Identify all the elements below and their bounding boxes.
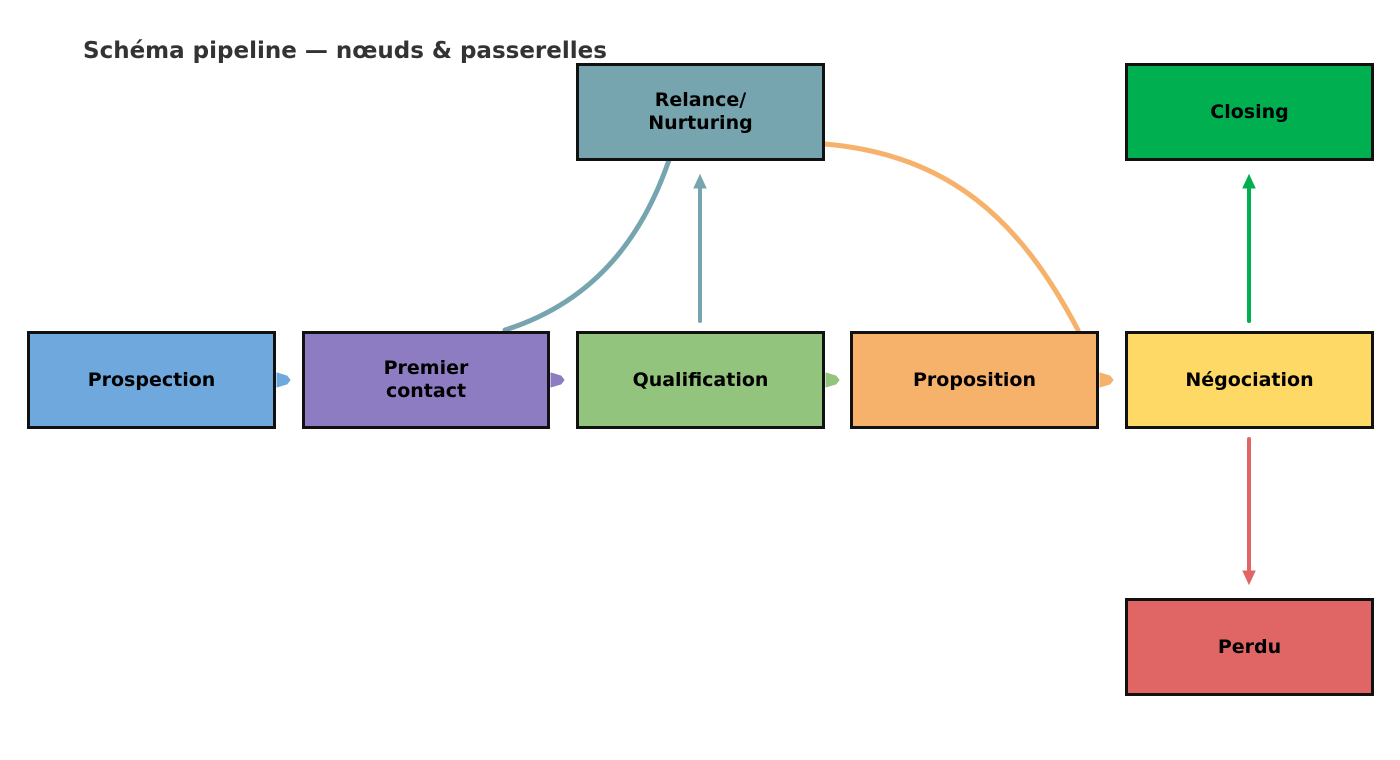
node-premier-contact[interactable]: Premier contact: [302, 331, 550, 429]
node-prospection[interactable]: Prospection: [27, 331, 276, 429]
edge-relance-to-proposition: [822, 141, 1081, 333]
node-label: Prospection: [87, 368, 216, 391]
node-negociation[interactable]: Négociation: [1125, 331, 1374, 429]
node-label: Négociation: [1185, 368, 1314, 391]
node-relance-nurturing[interactable]: Relance/ Nurturing: [576, 63, 825, 161]
node-label: Qualification: [632, 368, 769, 391]
node-qualification[interactable]: Qualification: [576, 331, 825, 429]
node-label: Closing: [1210, 100, 1289, 123]
node-label: Perdu: [1217, 635, 1282, 658]
node-proposition[interactable]: Proposition: [850, 331, 1099, 429]
edge-negociation-to-closing: [1242, 173, 1256, 323]
edge-qualification-to-relance: [693, 173, 707, 323]
node-label: Premier contact: [383, 357, 469, 402]
node-label: Proposition: [913, 368, 1036, 391]
edge-premier-contact-to-relance: [502, 157, 672, 333]
diagram-title: Schéma pipeline — nœuds & passerelles: [83, 38, 607, 64]
node-label: Relance/ Nurturing: [648, 89, 753, 134]
node-closing[interactable]: Closing: [1125, 63, 1374, 161]
edge-qualification-to-proposition: [825, 372, 840, 388]
node-perdu[interactable]: Perdu: [1125, 598, 1374, 696]
edge-prospection-to-premier-contact: [276, 372, 291, 388]
edge-premier-contact-to-qualification: [550, 372, 565, 388]
edge-proposition-to-negociation: [1099, 372, 1114, 388]
edge-negociation-to-perdu: [1242, 437, 1256, 586]
